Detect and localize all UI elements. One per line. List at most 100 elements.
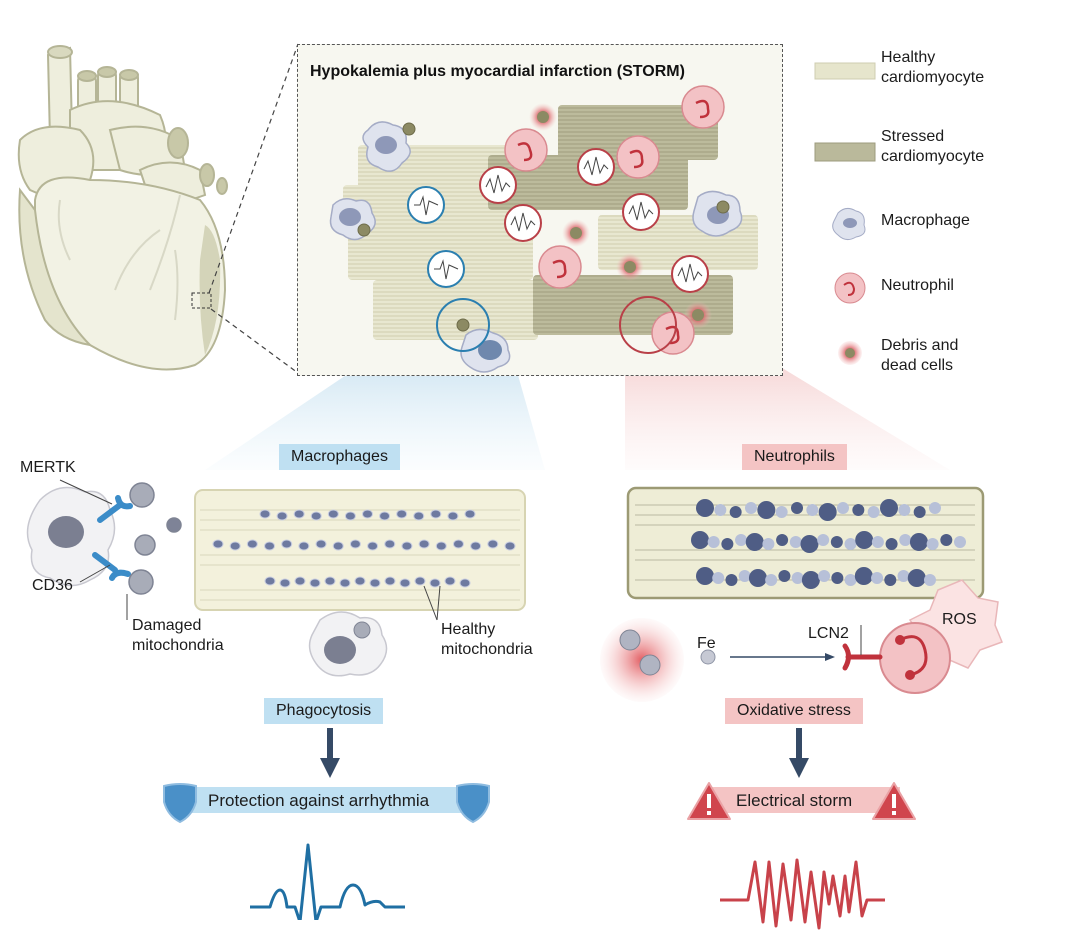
debris-icon xyxy=(838,341,862,365)
mitochondrion xyxy=(831,572,844,584)
mitochondrion xyxy=(447,511,459,521)
electrical-storm-label: Electrical storm xyxy=(736,791,853,810)
normal-ecg-trace xyxy=(250,843,405,920)
macrophage-icon xyxy=(832,207,866,241)
neutrophil xyxy=(651,311,695,355)
mitochondrion xyxy=(396,509,408,519)
neutrophils-header: Neutrophils xyxy=(742,444,847,470)
mitochondrion xyxy=(818,503,837,521)
mitochondrion xyxy=(871,536,884,548)
mitochondrion xyxy=(757,501,776,519)
mitochondrion xyxy=(429,578,441,588)
mitochondrion xyxy=(806,504,819,516)
mitochondrion xyxy=(762,538,775,550)
mitochondrion xyxy=(776,534,789,546)
mitochondrion xyxy=(729,506,742,518)
mitochondrion xyxy=(344,511,356,521)
swollen-mitochondria-rows xyxy=(691,499,966,589)
mitochondrion xyxy=(885,538,898,550)
mitochondrion xyxy=(735,534,748,546)
arrhythmia-ecg-circles xyxy=(479,148,709,293)
mitochondrion xyxy=(855,531,874,549)
mitochondrion xyxy=(880,499,898,517)
mitochondrion xyxy=(324,576,336,586)
mitochondrion xyxy=(817,534,830,546)
macrophage-nucleus xyxy=(48,516,84,548)
mitochondrion xyxy=(362,509,373,519)
mitochondrion xyxy=(791,572,804,584)
mitochondrion xyxy=(309,578,321,588)
mitochondrion xyxy=(721,538,734,550)
legend-label-neutrophil: Neutrophil xyxy=(881,277,954,294)
mitochondrion xyxy=(738,570,751,582)
mitochondrion xyxy=(899,534,912,546)
mitochondrion xyxy=(745,533,764,551)
mitochondrion xyxy=(897,570,910,582)
mitochondrion xyxy=(298,541,310,551)
mitochondrion xyxy=(276,511,288,521)
mitochondrion xyxy=(696,567,714,585)
arrhythmia-ecg-trace xyxy=(720,858,885,930)
neutrophil xyxy=(616,135,660,179)
cd36-label: CD36 xyxy=(32,577,73,594)
mitochondrion xyxy=(789,536,802,548)
warning-triangle-icon xyxy=(687,782,731,820)
mitochondrion xyxy=(452,539,464,549)
legend-label-macrophage: Macrophage xyxy=(881,212,970,229)
mitochondrion xyxy=(354,576,366,586)
cd36-receptor xyxy=(92,552,131,581)
heart-illustration xyxy=(17,45,228,371)
mitochondrion xyxy=(924,574,936,586)
mitochondrion xyxy=(691,531,709,549)
mitochondrion xyxy=(464,509,476,519)
oxidative-stress-label: Oxidative stress xyxy=(725,698,863,724)
inset-title: Hypokalemia plus myocardial infarction (… xyxy=(310,63,685,80)
mitochondrion xyxy=(830,536,843,548)
stressed-cardiomyocyte-icon xyxy=(814,142,876,162)
mitochondrion xyxy=(444,576,456,586)
mitochondrion xyxy=(435,541,447,551)
healthy-cardiomyocyte-icon xyxy=(814,62,876,80)
mitochondrion xyxy=(929,502,941,514)
iron-ion xyxy=(700,649,716,665)
mitochondrion xyxy=(293,509,305,519)
legend-icons xyxy=(814,62,876,365)
mitochondrion xyxy=(818,570,831,582)
mitochondrion xyxy=(871,572,884,584)
mitochondrion xyxy=(414,576,426,586)
healthy-mitochondria-rows xyxy=(212,509,516,588)
mitochondrion xyxy=(844,538,857,550)
mitochondrion xyxy=(854,567,873,585)
mitochondrion xyxy=(384,576,396,586)
damaged-mitochondria-group xyxy=(128,482,182,595)
mitochondrion xyxy=(281,539,293,549)
mitochondrion xyxy=(748,569,767,587)
mitochondrion xyxy=(504,541,516,551)
storm-inset-panel: Hypokalemia plus myocardial infarction (… xyxy=(297,44,783,376)
mitochondrion xyxy=(712,572,725,584)
protection-banner xyxy=(182,787,468,813)
mitochondrion xyxy=(837,502,849,514)
neutrophil-large xyxy=(879,622,951,694)
mitochondrion xyxy=(384,539,396,549)
protection-label: Protection against arrhythmia xyxy=(208,791,430,810)
mitochondrion xyxy=(259,509,271,519)
mitochondrion xyxy=(212,539,224,549)
neutrophil-group xyxy=(504,85,725,355)
mitochondrion xyxy=(294,576,306,586)
mitochondrion xyxy=(940,534,953,546)
mitochondrion xyxy=(315,539,327,549)
mitochondrion xyxy=(279,578,291,588)
mitochondrion xyxy=(430,509,442,519)
neutrophil xyxy=(681,85,725,129)
electrical-storm-banner xyxy=(710,787,900,813)
healthy-cardiomyocyte xyxy=(373,280,538,340)
mitochondrion xyxy=(844,574,857,586)
mitochondrion xyxy=(909,533,928,551)
mitochondrion xyxy=(367,541,379,551)
mitochondrion xyxy=(926,538,939,550)
shield-icon xyxy=(163,783,197,824)
lcn2-receptor xyxy=(842,643,883,671)
